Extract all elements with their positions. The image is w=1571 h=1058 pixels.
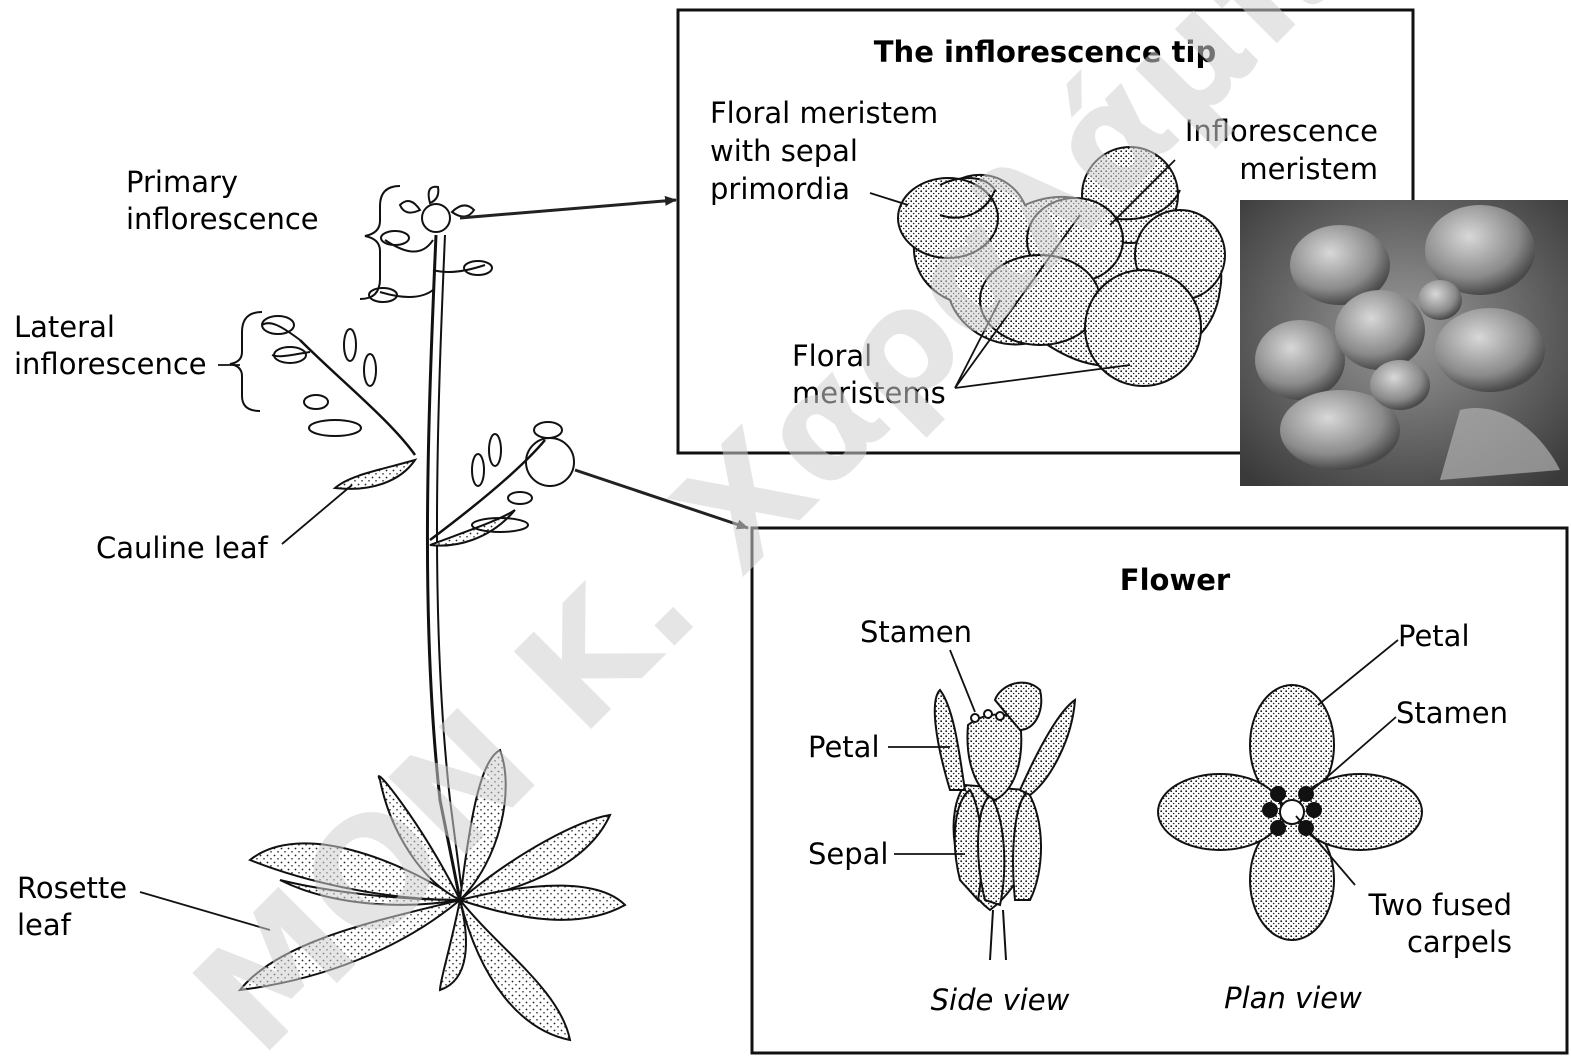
primary-inflorescence-label: Primary: [126, 165, 238, 199]
cauline-leaf: [335, 460, 415, 489]
sem-micrograph: [1240, 200, 1568, 486]
rosette-leaf-label: Rosette: [17, 871, 127, 905]
flower-panel: Flower Stamen Petal Sepal: [752, 528, 1567, 1053]
plan-stamen-label: Stamen: [1396, 696, 1508, 730]
lateral-bracket: [230, 312, 262, 411]
second-lateral-cluster: [472, 422, 574, 532]
svg-text:inflorescence: inflorescence: [14, 347, 207, 381]
side-sepal-label: Sepal: [808, 837, 889, 871]
plan-petal-label: Petal: [1398, 619, 1470, 653]
primary-bracket: [360, 186, 400, 299]
plan-view-caption: Plan view: [1224, 981, 1362, 1015]
lateral-inflorescence-label: Lateral: [14, 310, 115, 344]
side-petal-label: Petal: [808, 730, 880, 764]
cauline-leaf-label: Cauline leaf: [96, 531, 269, 565]
svg-text:leaf: leaf: [17, 908, 72, 942]
side-stamen-label: Stamen: [860, 615, 972, 649]
svg-text:with sepal: with sepal: [710, 134, 858, 168]
side-view-caption: Side view: [931, 983, 1070, 1017]
flower-title: Flower: [1120, 563, 1231, 597]
arrow-to-inflorescence-tip: [460, 200, 676, 218]
svg-text:carpels: carpels: [1407, 925, 1512, 959]
svg-text:inflorescence: inflorescence: [126, 202, 319, 236]
svg-text:primordia: primordia: [710, 172, 850, 206]
floral-meristem-sepal-label: Floral meristem: [710, 96, 938, 130]
lateral-inflorescence-cluster: [262, 316, 376, 436]
primary-inflorescence-cluster: [369, 187, 492, 302]
plant-labels: Primary inflorescence Lateral infloresce…: [14, 165, 319, 942]
svg-text:meristem: meristem: [1239, 152, 1378, 186]
carpels-label: Two fused: [1367, 888, 1512, 922]
